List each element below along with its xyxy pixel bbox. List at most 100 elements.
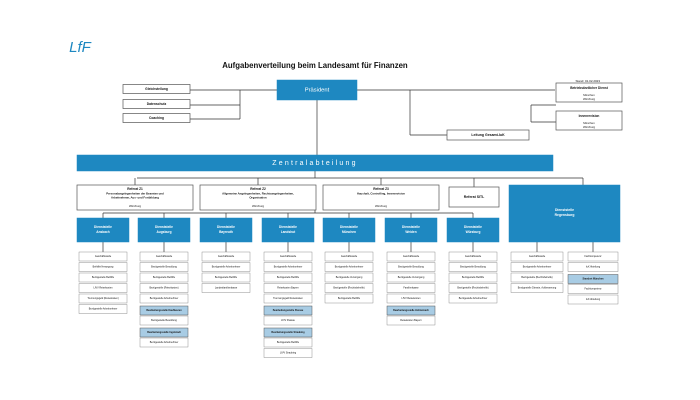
task-label: Bezügestelle Beihilfe [153, 276, 176, 279]
dienststelle-title: Dienststelle [155, 225, 173, 229]
right-unit-city: München [583, 93, 595, 97]
leitung-label: Leitung Gesamt-IuK [471, 133, 505, 137]
subgroup-title: Bearbeitungsstelle Hofsteinach [393, 309, 429, 312]
task-label: Bezügestelle Beihilfe [462, 276, 485, 279]
dienststelle-city: Landshut [281, 230, 296, 234]
task-label: Bezügestelle Arbeitnehmer [150, 341, 179, 344]
task-box [324, 272, 374, 283]
referat-box [76, 184, 194, 211]
dienststelle-city: Augsburg [156, 230, 171, 234]
task-box [78, 304, 128, 314]
task-box [386, 272, 436, 283]
task-label: Geschäftsstelle [156, 255, 173, 258]
task-box [324, 283, 374, 293]
task-label: Bezügestelle (Rechtsbehelfe) [457, 287, 488, 290]
task-label: Bezügestelle Beihilfe [277, 341, 300, 344]
staff-unit-box [122, 113, 191, 123]
task-label: Bezügestelle Arbeitnehmer [89, 308, 118, 311]
subgroup-title: Standort München [583, 278, 605, 281]
leitung-box [446, 129, 530, 141]
task-label: Geschäftsstelle [95, 255, 112, 258]
task-label: Bezügestelle Versorgung [398, 276, 425, 279]
referat-title: Referat Z1 [127, 187, 143, 191]
page-title: Aufgabenverteilung beim Landesamt für Fi… [222, 61, 408, 70]
task-label: Fachkompetenz [584, 255, 602, 258]
task-box [78, 272, 128, 283]
task-box [78, 262, 128, 272]
task-box [263, 251, 313, 262]
task-box [263, 283, 313, 293]
task-box [448, 293, 498, 304]
dienststelle-box [76, 217, 130, 243]
task-box [78, 283, 128, 293]
dienststelle-box [446, 217, 500, 243]
task-label: Bezügestelle Arbeitnehmer [459, 297, 488, 300]
referat-title: Referat Z2 [250, 187, 266, 191]
task-box [448, 251, 498, 262]
task-label: Bezügestelle Besoldung [460, 266, 486, 269]
task-box [263, 348, 313, 358]
stand-date: Stand: 01.02.2023 [575, 79, 600, 83]
task-label: Bezügestelle Besoldung [151, 319, 177, 322]
referat-city: Würzburg [252, 204, 265, 208]
task-label: Geschäftsstelle [465, 255, 482, 258]
task-label: Geschäftsstelle [218, 255, 235, 258]
task-label: Beihilfe/Versorgung [93, 266, 114, 269]
referat-subtitle-line: Allgemeine Angelegenheiten, Rechtsangele… [222, 192, 294, 196]
task-label: Familienkasse [403, 287, 419, 290]
dienststelle-box [137, 217, 191, 243]
task-label: Bezügestelle Besoldung [151, 266, 177, 269]
task-label: LfVV Reisekosten [401, 297, 421, 300]
task-label: Bezügestelle Beihilfe [92, 276, 115, 279]
president-label: Präsident [305, 88, 330, 94]
zentral-banner [76, 154, 554, 172]
staff-unit-box [122, 99, 191, 109]
referat-city: Würzburg [129, 204, 142, 208]
task-box [324, 251, 374, 262]
right-unit-box [555, 110, 623, 131]
task-label: Bezügestelle Arbeitnehmer [335, 266, 364, 269]
task-box [139, 262, 189, 272]
task-box [510, 251, 564, 262]
task-box [567, 294, 619, 305]
referat-subtitle-line: Organisation [249, 196, 267, 200]
referat-subtitle-line: Arbeitnehmer, Aus- und Fortbildung [111, 196, 159, 200]
task-label: Bezügestelle Arbeitnehmer [150, 297, 179, 300]
subgroup-title: Bearbeitungsstelle Straubing [271, 331, 305, 334]
task-box [201, 251, 251, 262]
dienststelle-city: Regensburg [555, 213, 575, 217]
task-box [139, 283, 189, 293]
dienststelle-title: Dienststelle [340, 225, 358, 229]
task-box [567, 251, 619, 262]
referat-subtitle-line: Haushalt, Controlling, Innenrevision [357, 192, 405, 196]
right-unit-city: München [583, 121, 595, 125]
task-label: Bezügestelle Beihilfe [338, 297, 361, 300]
task-label: Reisekosten Bayern [277, 287, 299, 290]
task-label: Bezügestelle Beihilfe [277, 276, 300, 279]
subgroup-box [386, 305, 436, 316]
dienststelle-title: Dienststelle [464, 225, 482, 229]
task-box [263, 337, 313, 348]
subgroup-box [263, 305, 313, 316]
referat-box [322, 184, 440, 211]
dienststelle-box [261, 217, 315, 243]
task-box [567, 284, 619, 294]
referat-subtitle-line: Personalangelegenheiten der Beamten und [106, 192, 164, 196]
subgroup-box [567, 274, 619, 284]
task-label: Bezügestelle Versorgung [336, 276, 363, 279]
task-box [567, 262, 619, 272]
subgroup-title: Bearbeitungsstelle Kaufbeuren [146, 309, 182, 312]
task-label: Bezügestelle Arbeitnehmer [523, 266, 552, 269]
dienststelle-city: Ansbach [96, 230, 110, 234]
task-box [448, 262, 498, 272]
task-label: Trennungsgeld (Reisekosten) [87, 297, 118, 300]
staff-unit-label: Gleichstellung [145, 87, 168, 91]
task-label: Bezügestelle Arbeitnehmer [274, 266, 303, 269]
president-box [276, 79, 358, 101]
task-label: Bezügestelle Dienste, Aufbesserung [518, 287, 557, 290]
task-box [78, 251, 128, 262]
referat-sitl-label: Referat SITL [464, 195, 485, 199]
task-label: LfVV Passau [281, 319, 295, 322]
task-box [386, 262, 436, 272]
